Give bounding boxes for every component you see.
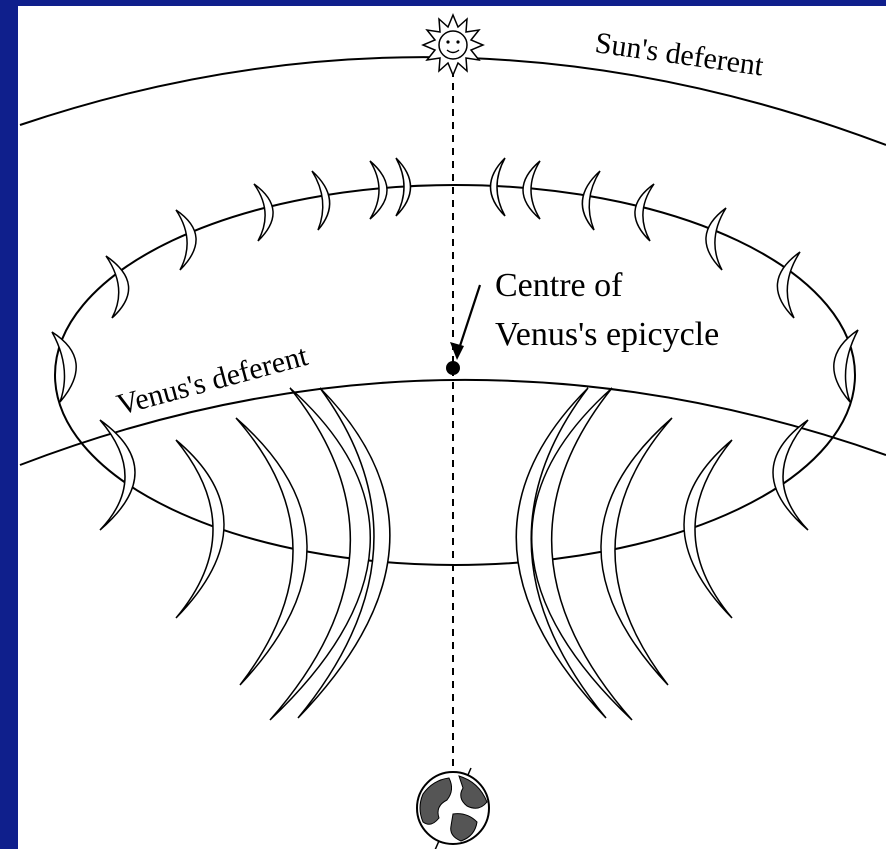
- venus-epicycle: [54, 184, 856, 566]
- epicycle-centre-dot: [446, 361, 460, 375]
- epicycle-centre-label-line1: Centre of: [495, 267, 623, 304]
- epicycle-centre-label-line2: Venus's epicycle: [495, 316, 719, 353]
- epicycle-centre-arrow: [455, 284, 482, 356]
- venus-phases-lower: [99, 387, 809, 721]
- venus-phases-upper: [51, 157, 859, 403]
- venus-deferent-curve: [19, 378, 886, 466]
- sun-face-icon: [421, 13, 485, 77]
- earth-globe-icon: [416, 767, 490, 849]
